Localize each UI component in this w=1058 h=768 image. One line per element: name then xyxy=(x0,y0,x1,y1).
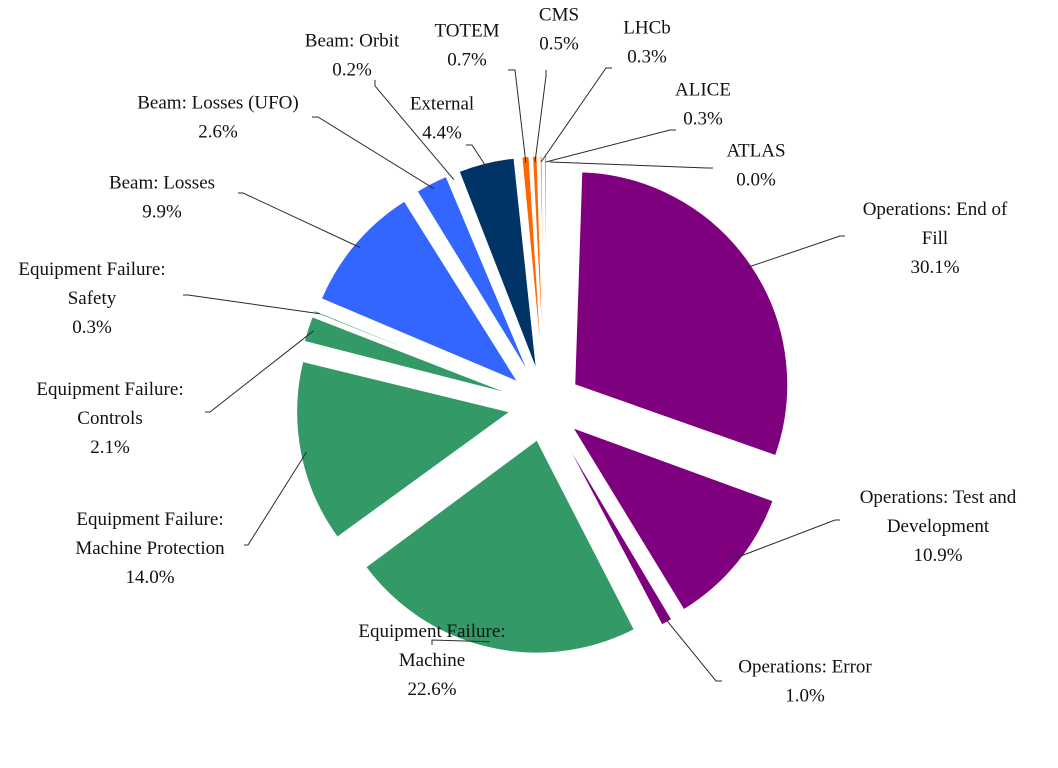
leader-line xyxy=(545,129,676,163)
pie-slice xyxy=(320,200,519,383)
slice-percent-label: 1.0% xyxy=(785,686,825,707)
slice-label: TOTEM 0.7% xyxy=(434,21,499,71)
slice-name-label: External xyxy=(410,94,474,115)
slice-label: CMS 0.5% xyxy=(539,5,579,55)
slice-label: Equipment Failure: Safety 0.3% xyxy=(18,259,165,338)
slice-name-label: Machine Protection xyxy=(75,538,225,559)
slice-name-label: Equipment Failure: xyxy=(358,621,505,642)
leader-line xyxy=(374,80,455,181)
leader-lines xyxy=(183,67,845,682)
slice-name-label: Operations: Error xyxy=(738,657,872,678)
slice-label: External 4.4% xyxy=(410,94,474,144)
leader-line xyxy=(508,69,527,163)
slice-label: Equipment Failure: Machine Protection 14.0… xyxy=(75,509,225,588)
slice-percent-label: 14.0% xyxy=(125,567,174,588)
pie-slice xyxy=(571,426,774,611)
leader-line xyxy=(431,639,490,645)
slice-label: LHCb 0.3% xyxy=(623,18,671,68)
slice-percent-label: 0.5% xyxy=(539,34,579,55)
slice-percent-label: 0.3% xyxy=(627,47,667,68)
leader-line xyxy=(534,70,547,163)
slice-name-label: Equipment Failure: xyxy=(18,259,165,280)
leader-line xyxy=(663,616,722,682)
leader-line xyxy=(183,294,320,315)
pie-slice xyxy=(365,439,635,654)
slice-name-label: Beam: Orbit xyxy=(305,31,400,52)
slice-name-label: LHCb xyxy=(623,18,671,39)
slice-name-label: CMS xyxy=(539,5,579,26)
pie-slice xyxy=(303,316,511,395)
slice-labels: Operations: End of Fill 30.1% Operations: T… xyxy=(18,5,1016,707)
pie-slice xyxy=(545,155,552,370)
slice-label: ALICE 0.3% xyxy=(675,80,731,130)
slice-name-label: ATLAS xyxy=(726,141,785,162)
pie-slice xyxy=(313,309,512,392)
slice-label: ATLAS 0.0% xyxy=(726,141,785,191)
slice-label: Beam: Losses 9.9% xyxy=(109,173,215,223)
leader-line xyxy=(244,451,308,546)
pie-slice xyxy=(532,155,545,370)
slice-percent-label: 2.1% xyxy=(90,437,130,458)
pie-slice xyxy=(562,436,673,626)
slice-percent-label: 10.9% xyxy=(913,545,962,566)
leader-line xyxy=(745,235,845,269)
pie-slice xyxy=(416,175,530,374)
slice-percent-label: 0.7% xyxy=(447,50,487,71)
slice-name-label: Operations: Test and xyxy=(860,487,1017,508)
slice-label: Equipment Failure: Controls 2.1% xyxy=(36,379,183,458)
slice-percent-label: 0.2% xyxy=(332,60,372,81)
leader-line xyxy=(238,192,361,248)
slice-percent-label: 0.0% xyxy=(736,170,776,191)
slice-label: Operations: End of Fill 30.1% xyxy=(863,199,1008,278)
slice-name-label: Fill xyxy=(922,228,948,249)
leader-line xyxy=(732,519,840,560)
slice-percent-label: 9.9% xyxy=(142,202,182,223)
pie-slices xyxy=(296,155,789,654)
slice-percent-label: 4.4% xyxy=(422,123,462,144)
slice-name-label: Development xyxy=(887,516,990,537)
slice-percent-label: 0.3% xyxy=(72,317,112,338)
slice-name-label: Safety xyxy=(68,288,117,309)
slice-label: Equipment Failure: Machine 22.6% xyxy=(358,621,505,700)
leader-line xyxy=(466,144,489,170)
slice-label: Beam: Orbit 0.2% xyxy=(305,31,400,81)
pie-slice xyxy=(296,360,511,538)
slice-percent-label: 0.3% xyxy=(683,109,723,130)
leader-line xyxy=(205,330,314,413)
pie-slice xyxy=(450,173,532,372)
pie-slice xyxy=(458,157,537,371)
slice-name-label: ALICE xyxy=(675,80,731,101)
leader-line xyxy=(312,116,435,190)
slice-percent-label: 2.6% xyxy=(198,122,238,143)
slice-name-label: Equipment Failure: xyxy=(76,509,223,530)
slice-name-label: Controls xyxy=(77,408,142,429)
slice-name-label: Beam: Losses (UFO) xyxy=(137,93,298,114)
slice-percent-label: 30.1% xyxy=(910,257,959,278)
pie-slice xyxy=(539,155,545,370)
slice-label: Operations: Error 1.0% xyxy=(738,657,872,707)
leader-line xyxy=(540,67,612,163)
pie-slice xyxy=(574,171,789,457)
slice-name-label: Beam: Losses xyxy=(109,173,215,194)
leader-line xyxy=(549,161,713,169)
slice-name-label: TOTEM xyxy=(434,21,499,42)
slice-name-label: Equipment Failure: xyxy=(36,379,183,400)
slice-name-label: Operations: End of xyxy=(863,199,1008,220)
slice-label: Beam: Losses (UFO) 2.6% xyxy=(137,93,298,143)
slice-name-label: Machine xyxy=(399,650,465,671)
slice-percent-label: 22.6% xyxy=(407,679,456,700)
